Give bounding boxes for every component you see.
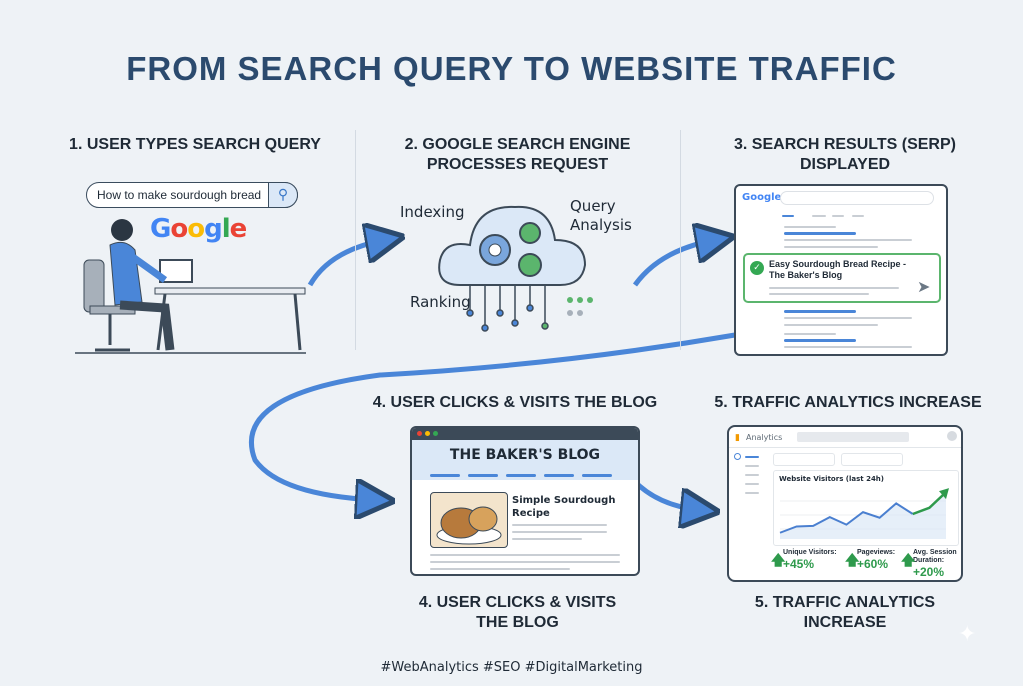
step-5-heading-bottom: 5. TRAFFIC ANALYTICS INCREASE	[685, 593, 1005, 633]
step-4-heading-top: 4. USER CLICKS & VISITS THE BLOG	[372, 394, 658, 411]
sparkle-icon: ✦	[958, 622, 977, 647]
blog-header: THE BAKER'S BLOG	[412, 440, 638, 480]
step-1-heading: 1. USER TYPES SEARCH QUERY	[69, 136, 321, 153]
stat-label: Avg. Session Duration:	[913, 549, 957, 564]
result-title: Easy Sourdough Bread Recipe - The Baker'…	[769, 259, 907, 280]
query-analysis-line1: Query	[570, 197, 616, 215]
step-4-heading-line2: THE BLOG	[476, 614, 559, 631]
cloud-gears-illustration	[438, 205, 593, 332]
step-5-heading-line2: INCREASE	[803, 614, 887, 631]
post-title-line2: Recipe	[512, 508, 550, 519]
step-2-heading-line2: PROCESSES REQUEST	[426, 156, 609, 173]
stat-label: Unique Visitors:	[783, 549, 837, 556]
step-3-heading-line2: DISPLAYED	[799, 156, 891, 173]
blog-title: THE BAKER'S BLOG	[449, 447, 601, 463]
avatar[interactable]	[947, 431, 957, 441]
divider	[355, 130, 356, 350]
visitors-line-chart	[779, 488, 949, 539]
step-5-heading-top: 5. TRAFFIC ANALYTICS INCREASE	[714, 394, 982, 411]
page-title: FROM SEARCH QUERY TO WEBSITE TRAFFIC	[126, 50, 897, 87]
analytics-app-name: Analytics	[746, 433, 783, 442]
step-2-heading: 2. GOOGLE SEARCH ENGINE PROCESSES REQUES…	[360, 135, 675, 175]
step-2-heading-line1: 2. GOOGLE SEARCH ENGINE	[404, 136, 631, 153]
search-icon: ⚲	[268, 182, 298, 208]
arrow-2-to-3	[632, 240, 715, 287]
serp-search-bar[interactable]	[780, 191, 934, 205]
step-4-heading-bottom: 4. USER CLICKS & VISITS THE BLOG	[360, 593, 675, 633]
nav-home-icon[interactable]	[734, 453, 741, 460]
stat-value: +60%	[857, 557, 889, 571]
serp-tab[interactable]	[782, 215, 794, 217]
arrow-1-to-2	[307, 240, 385, 287]
up-arrow-icon: 🡅	[845, 552, 860, 568]
check-icon: ✓	[750, 261, 764, 275]
highlighted-search-result[interactable]: ✓ Easy Sourdough Bread Recipe - The Bake…	[743, 253, 941, 303]
step-5-heading-line1: 5. TRAFFIC ANALYTICS	[754, 594, 936, 611]
chart-area	[780, 492, 946, 539]
post-title-line1: Simple Sourdough	[512, 495, 616, 506]
analytics-search-bar[interactable]	[797, 432, 909, 442]
serp-google-logo: Google	[742, 192, 782, 203]
step-3-heading-line1: 3. SEARCH RESULTS (SERP)	[734, 136, 956, 153]
analytics-logo-icon: ▮	[735, 433, 740, 443]
cursor-icon: ➤	[917, 277, 931, 296]
hashtags-footer: #WebAnalytics #SEO #DigitalMarketing	[380, 660, 643, 675]
browser-titlebar	[412, 428, 638, 440]
divider	[680, 130, 681, 350]
visitors-line	[779, 502, 914, 534]
up-arrow-icon: 🡅	[771, 552, 786, 568]
trend-arrowhead	[939, 488, 949, 500]
serp-window: Google ✓ Easy Sourdough Bread Recipe - T…	[734, 184, 948, 356]
stat-value: +45%	[783, 557, 815, 571]
stat-unique-visitors: 🡅 Unique Visitors: +45%	[771, 549, 841, 571]
step-3-heading: 3. SEARCH RESULTS (SERP) DISPLAYED	[685, 135, 1005, 175]
stat-label: Pageviews:	[857, 549, 896, 556]
indexing-label: Indexing	[400, 203, 465, 221]
trend-up-line	[912, 491, 947, 516]
up-arrow-icon: 🡅	[901, 552, 916, 568]
arrow-3-to-4	[248, 332, 736, 500]
analytics-window: ▮ Analytics Website Visitors (last 24h) …	[727, 425, 963, 582]
visitors-chart: Website Visitors (last 24h)	[773, 470, 959, 546]
blog-window: THE BAKER'S BLOG Simple Sourdough Recipe	[410, 426, 640, 576]
user-at-desk-illustration	[75, 219, 306, 354]
post-title[interactable]: Simple Sourdough Recipe	[512, 494, 615, 520]
stat-value: +20%	[913, 565, 945, 579]
step-4-heading-line1: 4. USER CLICKS & VISITS	[418, 594, 617, 611]
stat-pageviews: 🡅 Pageviews: +60%	[845, 549, 901, 571]
query-analysis-line2: Analysis	[570, 216, 632, 234]
stat-avg-session: 🡅 Avg. Session Duration: +20%	[901, 549, 959, 579]
search-query: How to make sourdough bread	[97, 188, 262, 202]
query-analysis-label: Query Analysis	[570, 197, 632, 235]
chart-title: Website Visitors (last 24h)	[779, 475, 884, 483]
bread-image	[430, 492, 508, 548]
ranking-label: Ranking	[410, 293, 471, 311]
search-box: How to make sourdough bread ⚲	[86, 182, 298, 208]
google-logo: Google	[150, 214, 247, 244]
